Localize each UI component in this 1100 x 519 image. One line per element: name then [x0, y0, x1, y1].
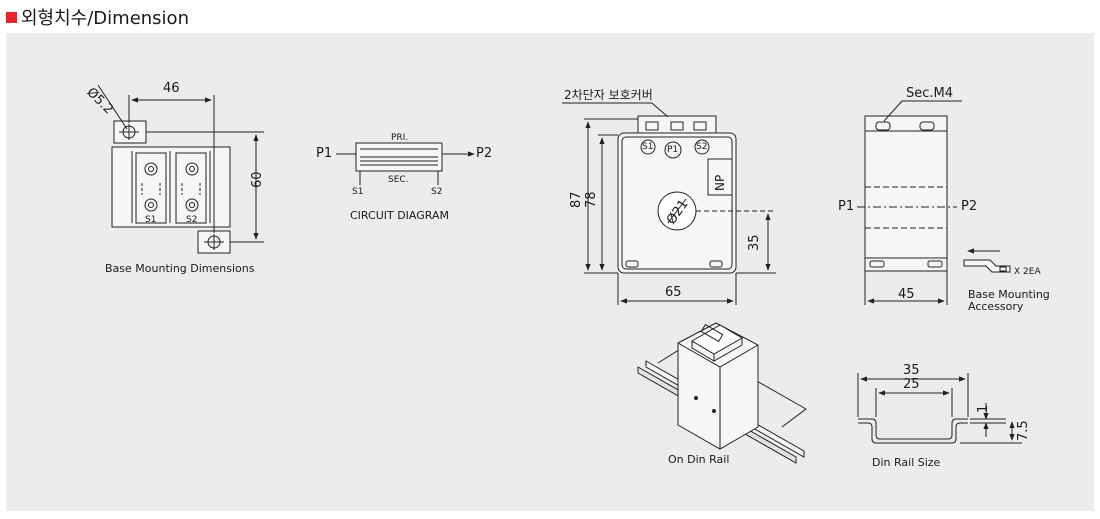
np-label: NP [713, 174, 727, 191]
circuit-p1-label: P1 [316, 146, 333, 161]
accessory-caption: Base Mounting Accessory [968, 288, 1050, 313]
front-view-drawing [562, 102, 776, 305]
terminal-s1-label: S1 [145, 215, 157, 225]
rail-dim-35-label: 35 [903, 363, 920, 378]
circuit-pri-label: PRI. [391, 133, 409, 143]
dim-78-label: 78 [584, 191, 599, 208]
din-rail-size-caption: Din Rail Size [872, 456, 941, 469]
front-s1-label: S1 [642, 142, 654, 152]
base-mounting-caption: Base Mounting Dimensions [105, 262, 255, 275]
circuit-s1-label: S1 [352, 187, 364, 197]
rail-dim-25-label: 25 [903, 377, 920, 392]
terminal-s2-label: S2 [186, 215, 198, 225]
side-p2-label: P2 [961, 199, 978, 214]
section-header: 외형치수/Dimension [6, 4, 189, 30]
terminal-cover-label: 2차단자 보호커버 [564, 88, 653, 102]
dim-45-label: 45 [898, 287, 915, 302]
din-rail-mount-drawing [637, 322, 807, 464]
dim-87-label: 87 [569, 191, 584, 208]
rail-dim-7-5-label: 7.5 [1016, 420, 1031, 441]
technical-drawing [97, 84, 1022, 464]
dim-35-label: 35 [747, 234, 762, 251]
front-s2-label: S2 [696, 142, 708, 152]
dim-46-label: 46 [163, 81, 180, 96]
front-p1-label: P1 [667, 145, 679, 155]
rail-dim-1-label: 1 [976, 404, 991, 413]
circuit-s2-label: S2 [431, 187, 443, 197]
side-p1-label: P1 [838, 199, 855, 214]
side-view-drawing [857, 100, 1011, 305]
dim-65-label: 65 [665, 285, 682, 300]
din-rail-size-drawing [857, 373, 1022, 444]
dim-60-label: 60 [250, 171, 265, 188]
circuit-diagram [336, 142, 475, 185]
circuit-sec-label: SEC. [388, 175, 409, 185]
page-title: 외형치수/Dimension [21, 8, 189, 29]
accessory-qty-label: X 2EA [1014, 267, 1041, 277]
drawing-panel: Ø5.2 46 60 S1 S2 Base Mounting Dimension… [6, 33, 1094, 511]
circuit-p2-label: P2 [476, 146, 493, 161]
on-din-rail-caption: On Din Rail [668, 453, 730, 466]
title-marker-icon [6, 11, 17, 23]
circuit-diagram-caption: CIRCUIT DIAGRAM [350, 209, 449, 222]
sec-m4-label: Sec.M4 [906, 86, 954, 101]
base-mounting-drawing [97, 84, 264, 254]
